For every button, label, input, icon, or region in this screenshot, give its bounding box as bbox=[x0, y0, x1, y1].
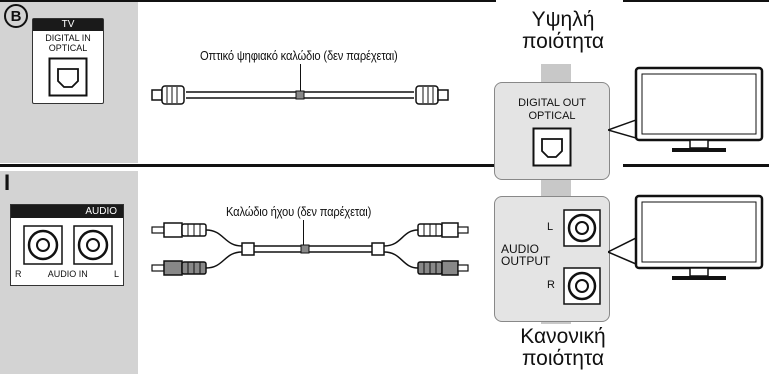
section-i-marker: I bbox=[4, 170, 11, 195]
digital-in-label: DIGITAL IN OPTICAL bbox=[33, 33, 103, 53]
audio-in-label: AUDIO IN bbox=[47, 269, 88, 279]
digital-out-line2: OPTICAL bbox=[528, 110, 576, 122]
audio-out-panel: L R AUDIO OUTPUT bbox=[494, 196, 610, 322]
normal-quality-label: Κανονική ποιότητα bbox=[503, 326, 623, 370]
optical-label-tick bbox=[300, 64, 301, 96]
top-rule-right bbox=[623, 0, 769, 2]
optical-cable-label: Οπτικό ψηφιακό καλώδιο (δεν παρέχεται) bbox=[200, 48, 398, 63]
jack-r-label: R bbox=[15, 269, 22, 279]
middle-rule bbox=[0, 164, 496, 167]
tv-label: TV bbox=[61, 19, 75, 30]
tv-label-bar: TV bbox=[33, 19, 103, 31]
audio-cable-label: Καλώδιο ήχου (δεν παρέχεται) bbox=[226, 204, 372, 219]
tv-bottom-icon bbox=[608, 194, 764, 280]
normal-quality-line1: Κανονική bbox=[520, 325, 606, 348]
digital-out-label: DIGITAL OUT OPTICAL bbox=[495, 97, 609, 123]
audio-in-jack-l-icon bbox=[73, 225, 113, 265]
optical-out-port-icon bbox=[532, 127, 572, 167]
audio-out-jack-r-icon bbox=[563, 267, 601, 305]
audio-output-line1: AUDIO bbox=[501, 242, 540, 256]
optical-in-port-icon bbox=[48, 57, 88, 97]
tv-top-icon bbox=[608, 66, 764, 152]
audio-cable-icon bbox=[151, 222, 469, 276]
high-quality-label: Υψηλή ποιότητα bbox=[503, 9, 623, 53]
tv-optical-panel: TV DIGITAL IN OPTICAL bbox=[32, 18, 104, 104]
digital-out-line1: DIGITAL OUT bbox=[518, 97, 586, 109]
audio-label-tick bbox=[303, 220, 304, 246]
digital-in-line1: DIGITAL IN bbox=[45, 33, 91, 43]
audio-in-labels: R AUDIO IN L bbox=[15, 269, 119, 279]
jack-l-label: L bbox=[113, 269, 119, 279]
section-b-marker: B bbox=[4, 4, 28, 28]
audio-out-jack-l-icon bbox=[563, 209, 601, 247]
high-quality-line1: Υψηλή bbox=[531, 8, 595, 31]
audio-in-panel: AUDIO R AUDIO IN L bbox=[10, 204, 124, 286]
digital-in-line2: OPTICAL bbox=[48, 43, 88, 53]
out-r-label: R bbox=[547, 279, 555, 291]
normal-quality-line2: ποιότητα bbox=[521, 347, 605, 370]
out-l-label: L bbox=[547, 221, 554, 233]
high-quality-line2: ποιότητα bbox=[521, 30, 605, 53]
audio-output-line2: OUTPUT bbox=[501, 254, 551, 268]
middle-rule-right bbox=[623, 164, 769, 167]
audio-output-label: AUDIO OUTPUT bbox=[501, 243, 551, 267]
section-b-marker-text: B bbox=[10, 7, 22, 25]
optical-cable-icon bbox=[151, 85, 449, 105]
digital-out-panel: DIGITAL OUT OPTICAL bbox=[494, 82, 610, 180]
top-rule bbox=[0, 0, 496, 2]
audio-header: AUDIO bbox=[85, 206, 117, 217]
audio-header-bar: AUDIO bbox=[11, 205, 123, 218]
audio-in-jack-r-icon bbox=[23, 225, 63, 265]
